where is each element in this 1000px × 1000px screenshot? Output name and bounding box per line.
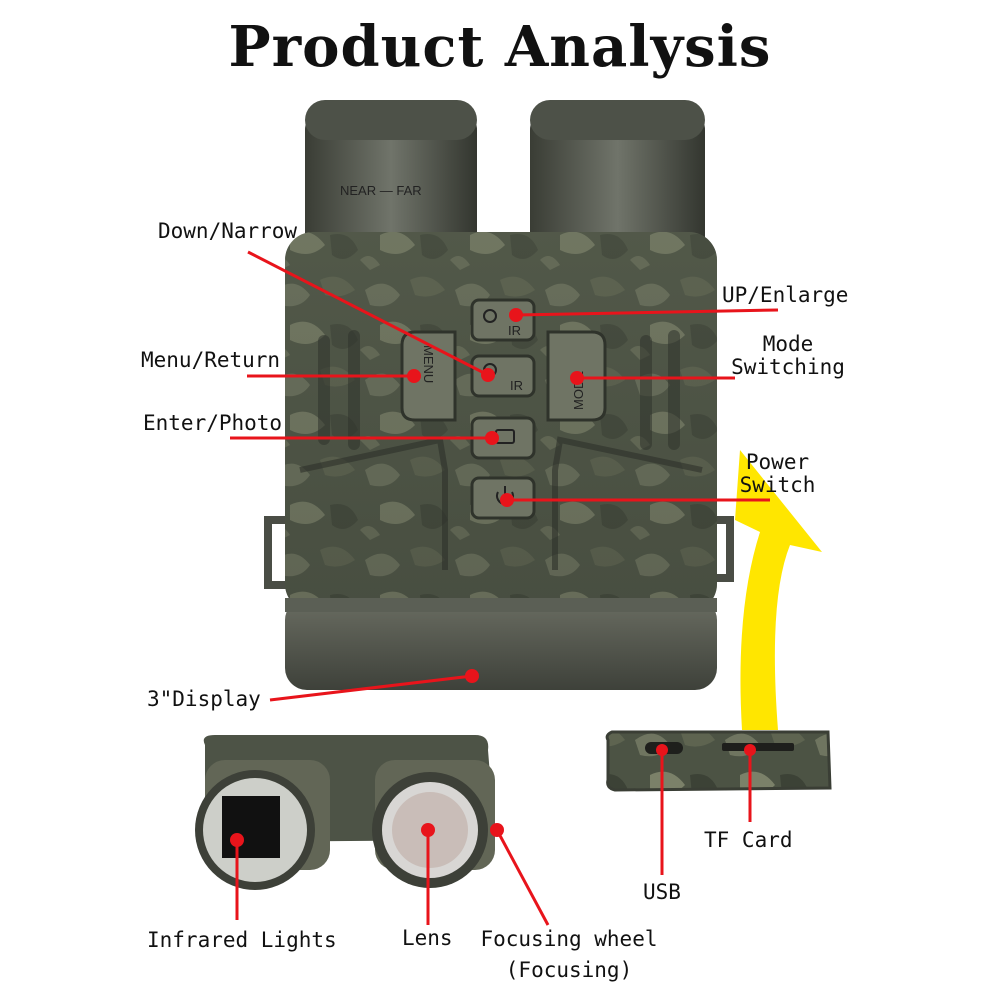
ir-marking: IR xyxy=(508,323,521,338)
label-enter-photo: Enter/Photo xyxy=(143,411,283,435)
label-down-narrow: Down/Narrow xyxy=(158,219,298,243)
infrared-light-window xyxy=(222,796,280,858)
port-panel xyxy=(605,730,832,792)
label-up-enlarge: UP/Enlarge xyxy=(722,283,849,307)
strap-lug-right xyxy=(712,516,734,582)
zoom-out-button[interactable]: IR xyxy=(470,354,536,398)
display-housing xyxy=(285,598,717,690)
label-display: 3"Display xyxy=(147,687,261,711)
menu-button[interactable]: MENU xyxy=(400,330,457,422)
page-title: Product Analysis xyxy=(228,14,772,80)
label-infrared-lights: Infrared Lights xyxy=(147,928,337,952)
eyepiece-right xyxy=(530,100,705,270)
label-usb: USB xyxy=(643,880,681,904)
front-view-device xyxy=(195,735,495,890)
label-lens: Lens xyxy=(402,926,453,950)
tf-card-slot xyxy=(722,743,794,751)
svg-text:IR: IR xyxy=(510,378,523,393)
focus-ring-marking: NEAR — FAR xyxy=(340,183,422,198)
zoom-in-button[interactable]: IR xyxy=(470,298,536,342)
pointer-dots xyxy=(230,308,756,847)
label-menu-return: Menu/Return xyxy=(141,348,281,372)
menu-marking: MENU xyxy=(421,345,436,383)
strap-lug-left xyxy=(264,516,288,589)
label-tf-card: TF Card xyxy=(704,828,793,852)
label-focusing-wheel: Focusing wheel(Focusing) xyxy=(480,927,658,982)
eyepiece-left: NEAR — FAR xyxy=(305,100,477,270)
pointer-lines xyxy=(230,250,779,926)
yellow-arrow xyxy=(735,450,822,730)
